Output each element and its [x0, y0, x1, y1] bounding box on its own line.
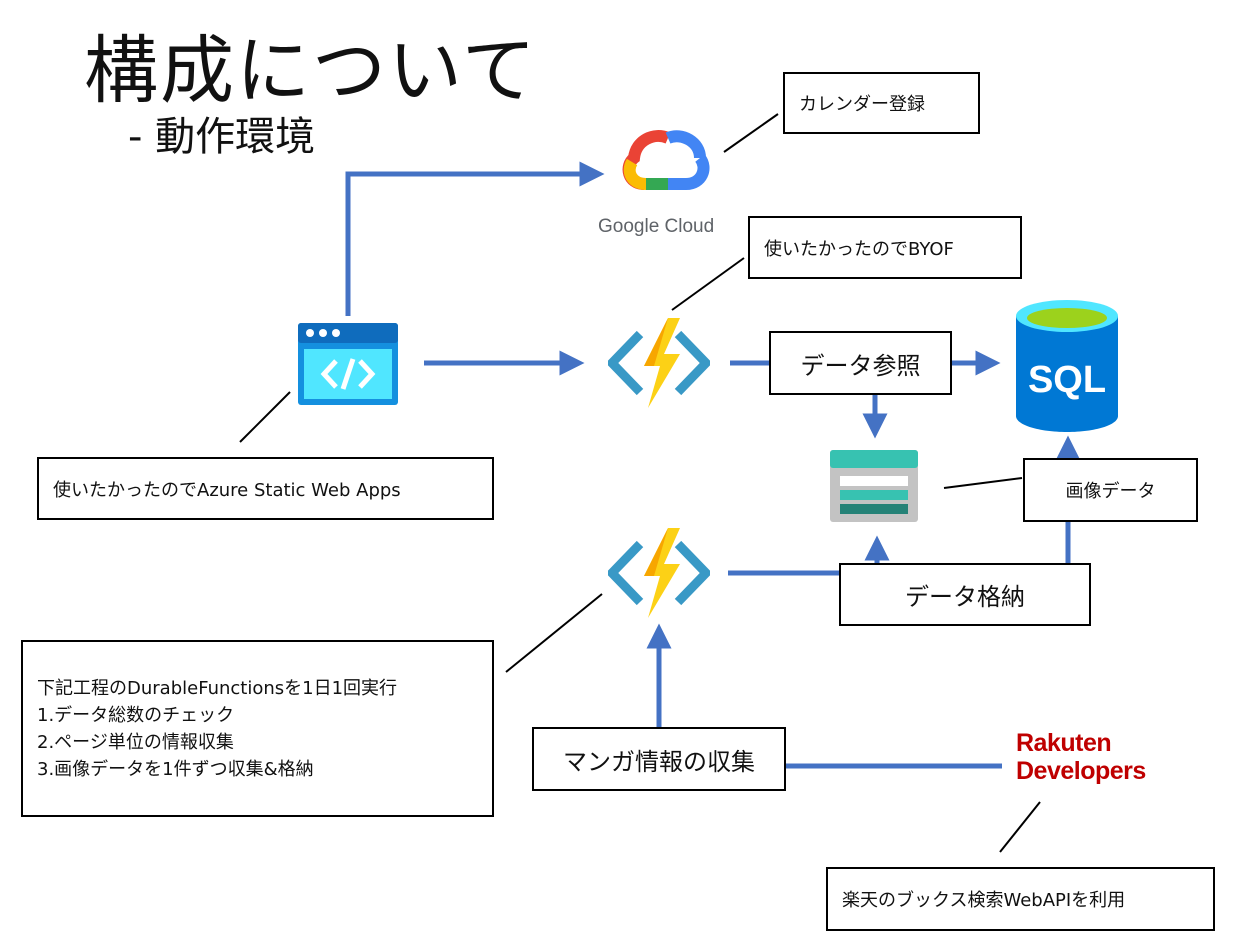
- arrow-webapp-to-google-cloud: [345, 161, 605, 316]
- rakuten-developers-logo: Developers: [1016, 757, 1146, 785]
- callout-durable-functions: 下記工程のDurableFunctionsを1日1回実行 1.データ総数のチェッ…: [21, 640, 494, 817]
- storage-account-icon: [830, 450, 918, 522]
- callout-line-swa: [239, 391, 291, 443]
- page-title: 構成について: [84, 28, 538, 114]
- callout-image-data: 画像データ: [1023, 458, 1198, 522]
- manga-collection-box: マンガ情報の収集: [532, 727, 786, 791]
- callout-rakuten-api: 楽天のブックス検索WebAPIを利用: [826, 867, 1215, 931]
- google-cloud-icon: [622, 130, 710, 190]
- durable-line: 2.ページ単位の情報収集: [37, 731, 234, 753]
- rakuten-developers-logo: Rakuten: [1016, 729, 1112, 757]
- callout-static-web-apps: 使いたかったのでAzure Static Web Apps: [37, 457, 494, 520]
- static-web-app-icon: [298, 323, 398, 405]
- callout-line-image-data: [943, 477, 1023, 489]
- durable-line: 1.データ総数のチェック: [37, 704, 235, 726]
- callout-line-calendar: [723, 113, 779, 153]
- durable-line: 下記工程のDurableFunctionsを1日1回実行: [37, 677, 398, 699]
- azure-functions-icon: [608, 318, 710, 408]
- callout-calendar: カレンダー登録: [783, 72, 980, 134]
- callout-byof: 使いたかったのでBYOF: [748, 216, 1022, 279]
- data-reference-box: データ参照: [769, 331, 952, 395]
- data-storage-box: データ格納: [839, 563, 1091, 626]
- callout-line-rakuten: [999, 801, 1041, 853]
- page-subtitle: - 動作環境: [128, 114, 316, 160]
- azure-sql-database-icon: SQL: [1016, 300, 1118, 432]
- callout-line-byof: [671, 257, 745, 311]
- azure-functions-icon: [608, 528, 710, 618]
- callout-line-durable: [505, 593, 603, 673]
- sql-label: SQL: [1028, 359, 1106, 401]
- durable-line: 3.画像データを1件ずつ収集&格納: [37, 758, 314, 780]
- google-cloud-label: Google Cloud: [598, 216, 715, 237]
